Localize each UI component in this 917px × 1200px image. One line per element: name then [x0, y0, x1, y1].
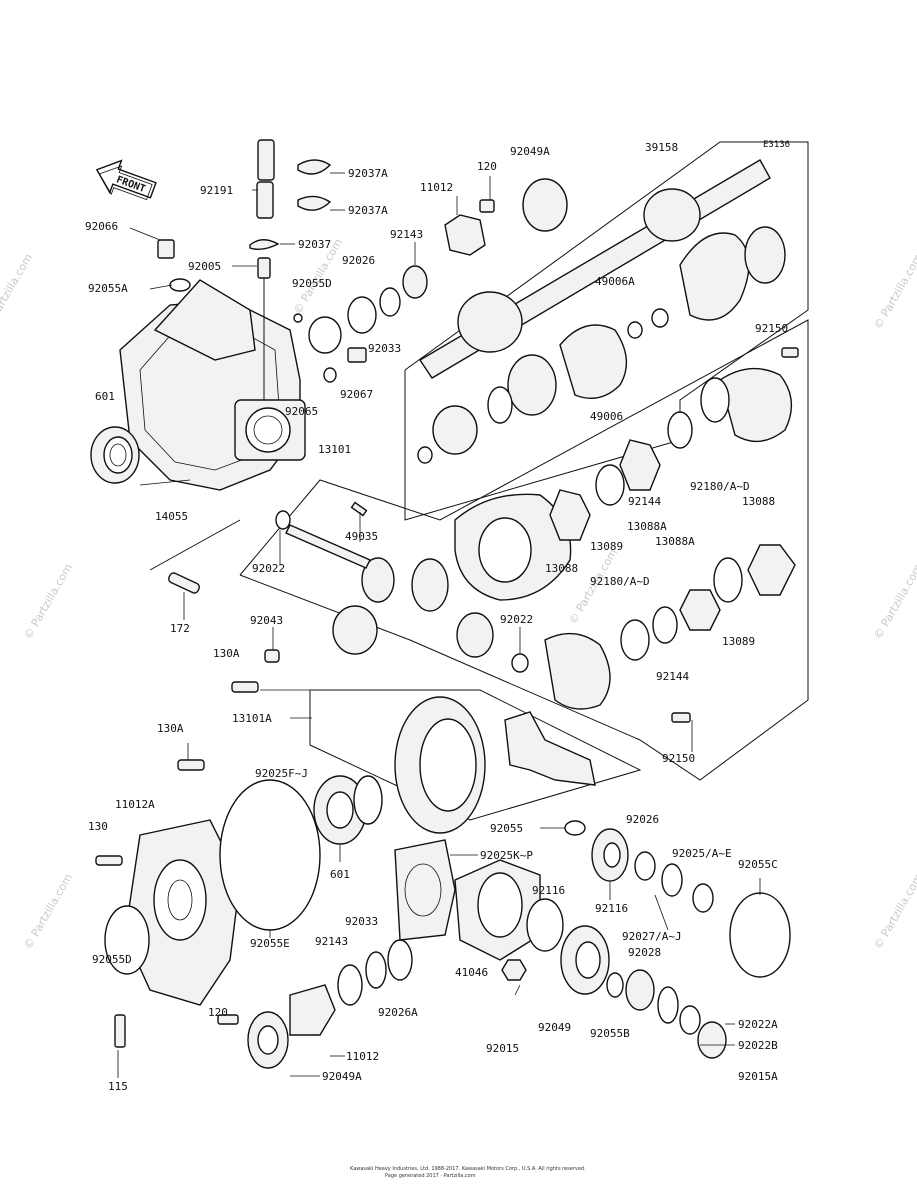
callout-92026-top: 92026 — [342, 254, 375, 267]
callout-92015A: 92015A — [738, 1070, 778, 1083]
callout-11012-bottom: 11012 — [346, 1050, 379, 1063]
callout-39158: 39158 — [645, 141, 678, 154]
callout-92180-top: 92180/A~D — [690, 480, 750, 493]
callout-92025K-P: 92025K~P — [480, 849, 533, 862]
callout-92043: 92043 — [250, 614, 283, 627]
callout-92116-2: 92116 — [595, 902, 628, 915]
bearing-601 — [90, 426, 140, 484]
callout-14055: 14055 — [155, 510, 188, 523]
callout-92015: 92015 — [486, 1042, 519, 1055]
leader-lines — [117, 172, 761, 1078]
assembly-outlines — [149, 141, 809, 821]
watermark-2: © Partzilla.com — [21, 561, 75, 641]
callout-92028: 92028 — [628, 946, 661, 959]
callout-13088-right: 13088 — [742, 495, 775, 508]
callout-labels: 39158 92049A 120 11012 92143 92191 92037… — [85, 141, 788, 1093]
callout-601-left: 601 — [95, 390, 115, 403]
callout-13101: 13101 — [318, 443, 351, 456]
differential-assembly-box — [239, 319, 809, 781]
front-arrow: FRONT — [95, 159, 157, 201]
callout-92191: 92191 — [200, 184, 233, 197]
callout-92027: 92027/A~J — [622, 930, 682, 943]
callout-92005: 92005 — [188, 260, 221, 273]
callout-92026-mid: 92026 — [626, 813, 659, 826]
callout-92049: 92049 — [538, 1021, 571, 1034]
callout-92150-bottom: 92150 — [662, 752, 695, 765]
watermark-3: © Partzilla.com — [21, 871, 75, 951]
callout-13089-mid: 13089 — [722, 635, 755, 648]
ring-gear-box — [309, 689, 642, 821]
callout-13088-mid: 13088 — [545, 562, 578, 575]
callout-92026A: 92026A — [378, 1006, 418, 1019]
callout-92055D-bottom: 92055D — [92, 953, 132, 966]
watermark-6: © Partzilla.com — [871, 871, 917, 951]
watermark-5: © Partzilla.com — [871, 561, 917, 641]
diagram-code: E3136 — [763, 140, 790, 150]
callout-92022B: 92022B — [738, 1039, 778, 1052]
callout-92143-top: 92143 — [390, 228, 423, 241]
spring-line — [149, 519, 241, 571]
callout-92055C: 92055C — [738, 858, 778, 871]
watermark-1: © Partzilla.com — [0, 251, 35, 331]
callout-92022-mid: 92022 — [500, 613, 533, 626]
callout-120-top: 120 — [477, 160, 497, 173]
callout-601-bottom: 601 — [330, 868, 350, 881]
callout-92022-left: 92022 — [252, 562, 285, 575]
callout-41046: 41046 — [455, 966, 488, 979]
callout-130A-top: 130A — [213, 647, 240, 660]
callout-92055E: 92055E — [250, 937, 290, 950]
breather-parts — [157, 139, 428, 400]
callout-92022A: 92022A — [738, 1018, 778, 1031]
callout-92055D-top: 92055D — [292, 277, 332, 290]
ring-gear — [394, 696, 596, 834]
callout-92037: 92037 — [298, 238, 331, 251]
callout-130A-mid: 130A — [157, 722, 184, 735]
callout-92180-mid: 92180/A~D — [590, 575, 650, 588]
axle-shaft — [417, 159, 786, 464]
callout-49006A: 49006A — [595, 275, 635, 288]
footer-line-2: Page generated 2017 · Partzilla.com — [385, 1173, 476, 1179]
callout-11012A: 11012A — [115, 798, 155, 811]
callout-13088A-mid: 13088A — [655, 535, 695, 548]
callout-13088A-top: 13088A — [627, 520, 667, 533]
callout-92049A-bottom: 92049A — [322, 1070, 362, 1083]
callout-92143-bottom: 92143 — [315, 935, 348, 948]
callout-92066: 92066 — [85, 220, 118, 233]
lower-parts — [95, 759, 791, 1069]
callout-120-bottom: 120 — [208, 1006, 228, 1019]
callout-115: 115 — [108, 1080, 128, 1093]
footer-line-1: Kawasaki Heavy Industries, Ltd. 1988-201… — [350, 1166, 586, 1172]
callout-13089-top: 13089 — [590, 540, 623, 553]
callout-92055-mid: 92055 — [490, 822, 523, 835]
callout-92067: 92067 — [340, 388, 373, 401]
callout-92037A-2: 92037A — [348, 204, 388, 217]
callout-92065: 92065 — [285, 405, 318, 418]
callout-92116-1: 92116 — [532, 884, 565, 897]
differential-parts — [168, 347, 799, 723]
callout-92144-top: 92144 — [628, 495, 661, 508]
callout-92049A-top: 92049A — [510, 145, 550, 158]
callout-92037A-1: 92037A — [348, 167, 388, 180]
callout-92033-bottom: 92033 — [345, 915, 378, 928]
callout-92033-top: 92033 — [368, 342, 401, 355]
callout-172: 172 — [170, 622, 190, 635]
callout-11012-top: 11012 — [420, 181, 453, 194]
callout-130: 130 — [88, 820, 108, 833]
footer: Kawasaki Heavy Industries, Ltd. 1988-201… — [350, 1166, 586, 1179]
callout-49035: 49035 — [345, 530, 378, 543]
watermark-4: © Partzilla.com — [871, 251, 917, 331]
callout-13101A: 13101A — [232, 712, 272, 725]
callout-49006: 49006 — [590, 410, 623, 423]
callout-92144-mid: 92144 — [656, 670, 689, 683]
callout-92025F-J: 92025F~J — [255, 767, 308, 780]
callout-92055A: 92055A — [88, 282, 128, 295]
callout-92150-top: 92150 — [755, 322, 788, 335]
callout-92025-A-E: 92025/A~E — [672, 847, 732, 860]
callout-92055B: 92055B — [590, 1027, 630, 1040]
main-housing — [119, 279, 306, 491]
